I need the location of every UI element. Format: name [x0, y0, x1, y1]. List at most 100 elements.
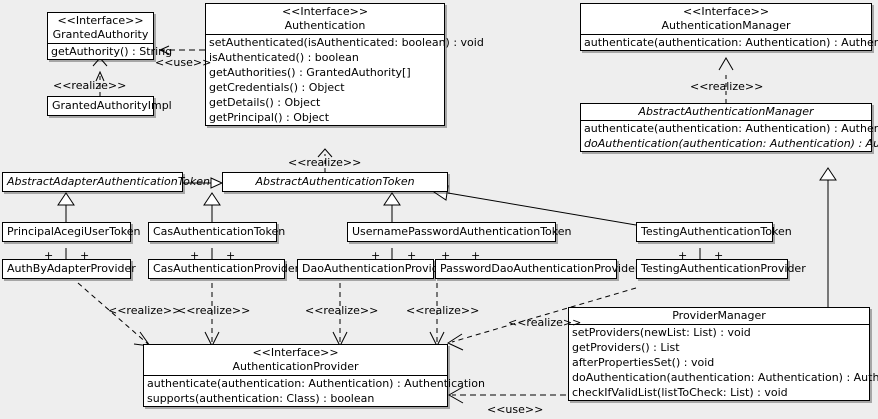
operation: authenticate(authentication: Authenticat…	[584, 36, 878, 49]
class-header: CasAuthenticationToken	[149, 223, 286, 241]
class-name: TestingAuthenticationProvider	[641, 262, 806, 275]
class-authentication-provider[interactable]: <<Interface>> AuthenticationProvider aut…	[143, 344, 485, 407]
association-role-plus: +	[190, 249, 200, 262]
class-authentication[interactable]: <<Interface>> Authentication setAuthenti…	[205, 3, 484, 126]
class-auth-by-adapter-provider[interactable]: AuthByAdapterProvider	[2, 259, 136, 279]
class-header: CasAuthenticationProvider	[149, 260, 300, 278]
operation: isAuthenticated() : boolean	[209, 51, 359, 64]
class-header: AbstractAuthenticationManager	[581, 104, 871, 120]
association-role-plus: +	[471, 249, 481, 262]
class-name: CasAuthenticationToken	[153, 225, 286, 238]
association-role-plus: +	[226, 249, 236, 262]
class-name: PrincipalAcegiUserToken	[7, 225, 141, 238]
class-name: PasswordDaoAuthenticationProvider	[440, 262, 640, 275]
operation: afterPropertiesSet() : void	[572, 356, 715, 369]
operation: setProviders(newList: List) : void	[572, 326, 751, 339]
class-authentication-manager[interactable]: <<Interface>> AuthenticationManager auth…	[580, 3, 878, 51]
class-header: <<Interface>> AuthenticationManager	[581, 4, 871, 34]
class-stereotype: <<Interface>>	[281, 5, 369, 18]
operation: doAuthentication(authentication: Authent…	[584, 137, 878, 150]
class-testing-authentication-provider[interactable]: TestingAuthenticationProvider	[636, 259, 806, 279]
class-operations: getAuthority() : String	[48, 43, 173, 59]
class-header: TestingAuthenticationProvider	[637, 260, 806, 278]
class-stereotype: <<Interface>>	[57, 14, 144, 27]
class-name: CasAuthenticationProvider	[153, 262, 300, 275]
edge-label-realize-password-dao: <<realize>>	[406, 304, 480, 317]
operation: doAuthentication(authentication: Authent…	[572, 371, 878, 384]
class-granted-authority-impl[interactable]: GrantedAuthorityImpl	[47, 96, 172, 116]
operation: getAuthorities() : GrantedAuthority[]	[209, 66, 411, 79]
edge-label-use-granted-authority: <<use>>	[155, 56, 212, 69]
edge-label-realize-cas: <<realize>>	[177, 304, 251, 317]
edge-label-realize-granted-authority-impl: <<realize>>	[53, 79, 127, 92]
class-header: <<Interface>> AuthenticationProvider	[144, 345, 447, 375]
class-header: GrantedAuthorityImpl	[48, 97, 172, 115]
operation: setAuthenticated(isAuthenticated: boolea…	[209, 36, 484, 49]
class-name: AbstractAuthenticationManager	[638, 105, 814, 118]
class-name: AuthenticationProvider	[232, 360, 359, 373]
edge-label-realize-auth-by-adapter: <<realize>>	[108, 304, 182, 317]
operation: authenticate(authentication: Authenticat…	[584, 122, 878, 135]
class-header: AbstractAuthenticationToken	[223, 173, 447, 191]
operation: checkIfValidList(listToCheck: List) : vo…	[572, 386, 788, 399]
class-header: DaoAuthenticationProvider	[298, 260, 450, 278]
class-name: UsernamePasswordAuthenticationToken	[352, 225, 572, 238]
association-role-plus: +	[371, 249, 381, 262]
class-abstract-authentication-manager[interactable]: AbstractAuthenticationManager authentica…	[580, 103, 878, 152]
class-header: <<Interface>> GrantedAuthority	[48, 13, 153, 43]
association-role-plus: +	[44, 249, 54, 262]
class-name: TestingAuthenticationToken	[641, 225, 792, 238]
operation: getAuthority() : String	[51, 45, 173, 58]
class-provider-manager[interactable]: ProviderManager setProviders(newList: Li…	[568, 307, 878, 401]
class-abstract-adapter-authentication-token[interactable]: AbstractAdapterAuthenticationToken	[2, 172, 210, 192]
association-role-plus: +	[441, 249, 451, 262]
class-stereotype: <<Interface>>	[682, 5, 770, 18]
class-granted-authority[interactable]: <<Interface>> GrantedAuthority getAuthor…	[47, 12, 173, 60]
class-name: DaoAuthenticationProvider	[302, 262, 450, 275]
class-testing-authentication-token[interactable]: TestingAuthenticationToken	[636, 222, 792, 242]
edge-label-realize-testing: <<realize>>	[508, 316, 582, 329]
class-header: AbstractAdapterAuthenticationToken	[3, 173, 210, 191]
class-name: AuthenticationManager	[661, 19, 791, 32]
class-stereotype: <<Interface>>	[252, 346, 339, 359]
class-abstract-authentication-token[interactable]: AbstractAuthenticationToken	[222, 172, 448, 192]
class-cas-authentication-provider[interactable]: CasAuthenticationProvider	[148, 259, 300, 279]
class-cas-authentication-token[interactable]: CasAuthenticationToken	[148, 222, 286, 242]
class-operations: authenticate(authentication: Authenticat…	[581, 34, 878, 50]
class-operations: setProviders(newList: List) : void getPr…	[569, 324, 878, 400]
operation: getDetails() : Object	[209, 96, 321, 109]
association-role-plus: +	[80, 249, 90, 262]
class-header: PasswordDaoAuthenticationProvider	[436, 260, 640, 278]
class-name: Authentication	[284, 19, 366, 32]
class-name: GrantedAuthority	[52, 28, 149, 41]
edge-label-realize-abstract-token: <<realize>>	[288, 156, 362, 169]
class-header: UsernamePasswordAuthenticationToken	[348, 223, 572, 241]
class-header: ProviderManager	[569, 308, 869, 324]
operation: supports(authentication: Class) : boolea…	[147, 392, 375, 405]
class-name: GrantedAuthorityImpl	[52, 99, 172, 112]
class-principal-acegi-user-token[interactable]: PrincipalAcegiUserToken	[2, 222, 141, 242]
class-username-password-authentication-token[interactable]: UsernamePasswordAuthenticationToken	[347, 222, 572, 242]
class-dao-authentication-provider[interactable]: DaoAuthenticationProvider	[297, 259, 450, 279]
class-name: ProviderManager	[672, 309, 766, 322]
edge-label-realize-abstract-manager: <<realize>>	[690, 80, 764, 93]
operation: getPrincipal() : Object	[209, 111, 330, 124]
class-operations: authenticate(authentication: Authenticat…	[581, 120, 878, 151]
class-header: PrincipalAcegiUserToken	[3, 223, 141, 241]
class-header: TestingAuthenticationToken	[637, 223, 792, 241]
operation: getProviders() : List	[572, 341, 680, 354]
operation: getCredentials() : Object	[209, 81, 345, 94]
association-role-plus: +	[407, 249, 417, 262]
class-header: <<Interface>> Authentication	[206, 4, 444, 34]
edge-label-realize-dao: <<realize>>	[305, 304, 379, 317]
class-operations: setAuthenticated(isAuthenticated: boolea…	[206, 34, 484, 125]
operation: authenticate(authentication: Authenticat…	[147, 377, 485, 390]
class-name: AbstractAdapterAuthenticationToken	[7, 175, 210, 188]
association-role-plus: +	[714, 249, 724, 262]
association-role-plus: +	[678, 249, 688, 262]
class-operations: authenticate(authentication: Authenticat…	[144, 375, 485, 406]
class-password-dao-authentication-provider[interactable]: PasswordDaoAuthenticationProvider	[435, 259, 640, 279]
class-name: AbstractAuthenticationToken	[255, 175, 415, 188]
edge-label-use-provider-manager: <<use>>	[487, 403, 544, 416]
